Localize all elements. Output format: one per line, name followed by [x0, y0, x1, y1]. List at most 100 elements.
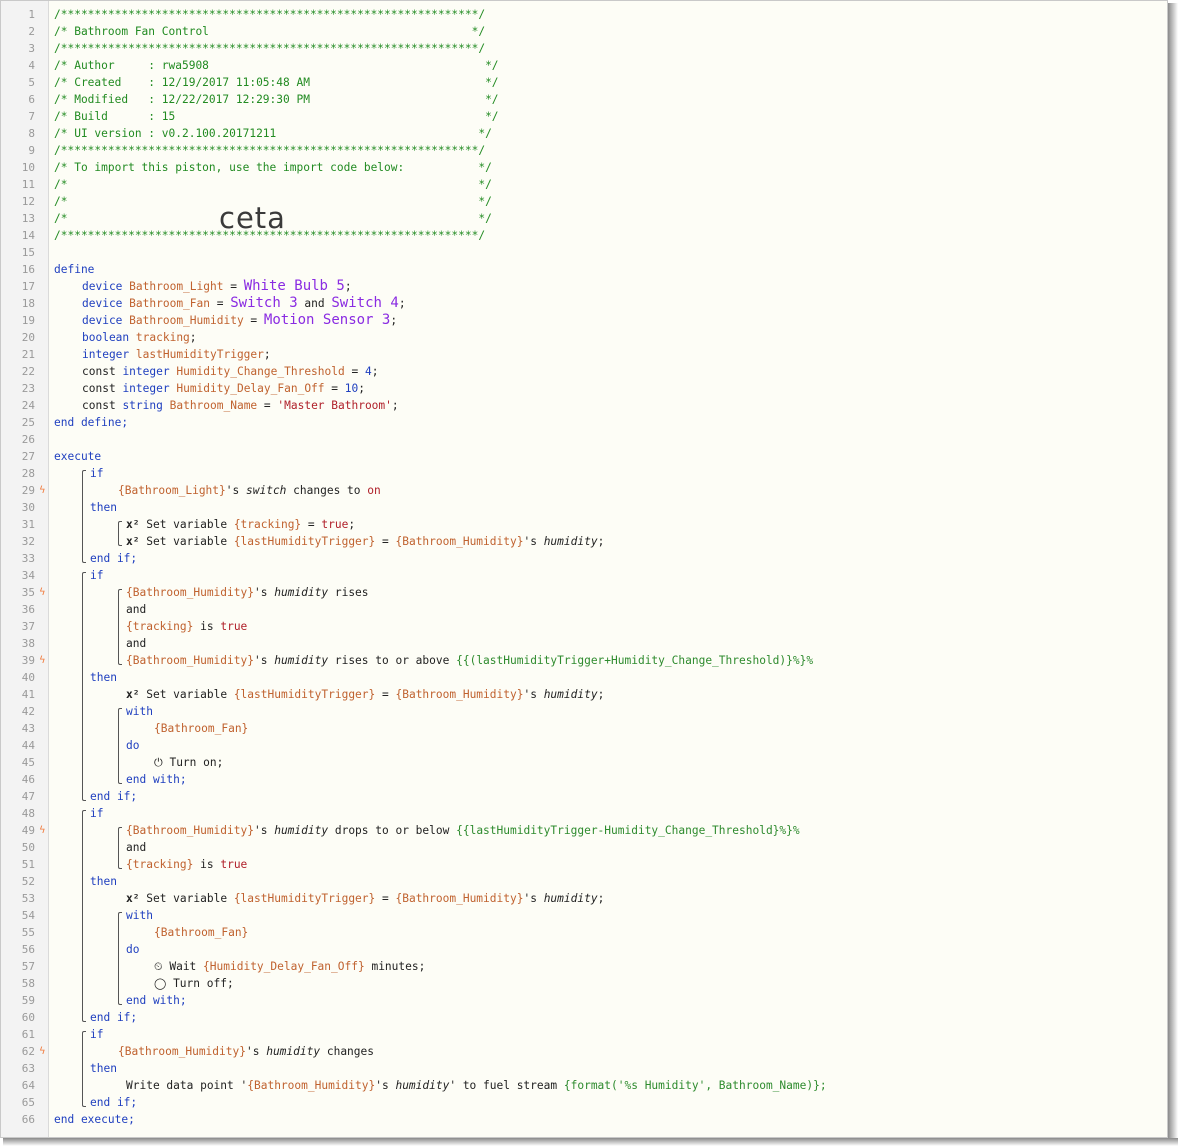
code-line-56[interactable]: do: [126, 941, 139, 958]
code-line-23[interactable]: const integer Humidity_Delay_Fan_Off = 1…: [82, 380, 365, 397]
code-line-53[interactable]: x² Set variable {lastHumidityTrigger} = …: [126, 890, 604, 907]
bolt-icon[interactable]: ϟ: [39, 485, 46, 496]
code-token: if: [90, 807, 104, 820]
code-line-11[interactable]: /* */: [54, 176, 492, 193]
code-line-41[interactable]: x² Set variable {lastHumidityTrigger} = …: [126, 686, 604, 703]
code-line-63[interactable]: then: [90, 1060, 117, 1077]
code-line-57[interactable]: ⏲ Wait {Humidity_Delay_Fan_Off} minutes;: [154, 958, 425, 975]
code-line-45[interactable]: ⏻ Turn on;: [154, 754, 223, 771]
code-line-51[interactable]: {tracking} is true: [126, 856, 247, 873]
code-punct: =: [375, 892, 396, 905]
code-line-10[interactable]: /* To import this piston, use the import…: [54, 159, 492, 176]
code-line-61[interactable]: if: [90, 1026, 103, 1043]
line-number: 66: [21, 1113, 35, 1126]
line-number: 19: [21, 314, 35, 327]
code-line-31[interactable]: x² Set variable {tracking} = true;: [126, 516, 355, 533]
code-line-66[interactable]: end execute;: [54, 1111, 135, 1128]
code-line-1[interactable]: /***************************************…: [54, 6, 485, 23]
code-line-33[interactable]: end if;: [90, 550, 137, 567]
code-line-49[interactable]: {Bathroom_Humidity}'s humidity drops to …: [126, 822, 800, 839]
code-token: /***************************************…: [54, 229, 486, 242]
code-line-47[interactable]: end if;: [90, 788, 137, 805]
code-line-4[interactable]: /* Author : rwa5908 */: [54, 57, 499, 74]
code-line-50[interactable]: and: [126, 839, 146, 856]
code-line-35[interactable]: {Bathroom_Humidity}'s humidity rises: [126, 584, 369, 601]
code-line-54[interactable]: with: [126, 907, 153, 924]
code-punct: [227, 892, 234, 905]
code-line-42[interactable]: with: [126, 703, 153, 720]
code-line-25[interactable]: end define;: [54, 414, 128, 431]
code-line-65[interactable]: end if;: [90, 1094, 137, 1111]
code-token: /* Build : 15 */: [54, 110, 499, 123]
code-line-27[interactable]: execute: [54, 448, 101, 465]
code-line-43[interactable]: {Bathroom_Fan}: [154, 720, 248, 737]
code-token: on: [367, 484, 381, 497]
code-line-44[interactable]: do: [126, 737, 139, 754]
code-token: Set variable: [146, 688, 228, 701]
code-punct: 's: [523, 688, 544, 701]
code-line-38[interactable]: and: [126, 635, 146, 652]
line-number: 61: [21, 1028, 35, 1041]
bolt-icon[interactable]: ϟ: [39, 825, 46, 836]
line-number: 33: [21, 552, 35, 565]
code-punct: =: [375, 535, 396, 548]
code-line-29[interactable]: {Bathroom_Light}'s switch changes to on: [118, 482, 381, 499]
code-line-52[interactable]: then: [90, 873, 117, 890]
code-line-39[interactable]: {Bathroom_Humidity}'s humidity rises to …: [126, 652, 813, 669]
code-line-12[interactable]: /* */: [54, 193, 492, 210]
block-bracket: [118, 589, 122, 665]
code-line-19[interactable]: device Bathroom_Humidity = Motion Sensor…: [82, 312, 397, 329]
code-line-34[interactable]: if: [90, 567, 103, 584]
code-punct: ;: [597, 688, 605, 701]
code-line-48[interactable]: if: [90, 805, 103, 822]
code-line-14[interactable]: /***************************************…: [54, 227, 485, 244]
code-line-22[interactable]: const integer Humidity_Change_Threshold …: [82, 363, 378, 380]
code-line-21[interactable]: integer lastHumidityTrigger;: [82, 346, 271, 363]
code-line-30[interactable]: then: [90, 499, 117, 516]
code-line-20[interactable]: boolean tracking;: [82, 329, 197, 346]
code-line-60[interactable]: end if;: [90, 1009, 137, 1026]
code-line-37[interactable]: {tracking} is true: [126, 618, 247, 635]
code-line-28[interactable]: if: [90, 465, 103, 482]
code-line-64[interactable]: Write data point '{Bathroom_Humidity}'s …: [126, 1077, 827, 1094]
block-bracket: [118, 708, 122, 784]
code-line-17[interactable]: device Bathroom_Light = White Bulb 5;: [82, 278, 352, 295]
line-number: 18: [21, 297, 35, 310]
code-line-18[interactable]: device Bathroom_Fan = Switch 3 and Switc…: [82, 295, 406, 312]
code-line-7[interactable]: /* Build : 15 */: [54, 108, 499, 125]
bolt-icon[interactable]: ϟ: [39, 587, 46, 598]
bolt-icon[interactable]: ϟ: [39, 1046, 46, 1057]
code-line-6[interactable]: /* Modified : 12/22/2017 12:29:30 PM */: [54, 91, 499, 108]
line-number: 20: [21, 331, 35, 344]
code-line-36[interactable]: and: [126, 601, 146, 618]
code-line-46[interactable]: end with;: [126, 771, 187, 788]
line-number: 60: [21, 1011, 35, 1024]
code-token: {tracking}: [233, 518, 302, 531]
code-line-24[interactable]: const string Bathroom_Name = 'Master Bat…: [82, 397, 399, 414]
bolt-icon[interactable]: ϟ: [39, 655, 46, 666]
code-line-55[interactable]: {Bathroom_Fan}: [154, 924, 248, 941]
block-bracket: [82, 1031, 86, 1107]
code-punct: =: [301, 518, 322, 531]
code-line-62[interactable]: {Bathroom_Humidity}'s humidity changes: [118, 1043, 374, 1060]
line-number: 31: [21, 518, 35, 531]
code-line-59[interactable]: end with;: [126, 992, 187, 1009]
code-token: execute: [54, 450, 102, 463]
code-token: end if;: [90, 1011, 138, 1024]
code-line-16[interactable]: define: [54, 261, 94, 278]
code-line-9[interactable]: /***************************************…: [54, 142, 485, 159]
code-token: 'Master Bathroom': [277, 399, 392, 412]
code-token: {lastHumidityTrigger}: [233, 535, 376, 548]
code-line-8[interactable]: /* UI version : v0.2.100.20171211 */: [54, 125, 492, 142]
block-bracket: [82, 572, 86, 801]
code-line-5[interactable]: /* Created : 12/19/2017 11:05:48 AM */: [54, 74, 499, 91]
code-line-58[interactable]: ◯ Turn off;: [154, 975, 234, 992]
code-line-40[interactable]: then: [90, 669, 117, 686]
code-line-3[interactable]: /***************************************…: [54, 40, 485, 57]
line-number: 29: [21, 484, 35, 497]
code-line-32[interactable]: x² Set variable {lastHumidityTrigger} = …: [126, 533, 604, 550]
code-token: humidity: [543, 535, 598, 548]
code-line-13[interactable]: /* */: [54, 210, 492, 227]
code-line-2[interactable]: /* Bathroom Fan Control */: [54, 23, 485, 40]
